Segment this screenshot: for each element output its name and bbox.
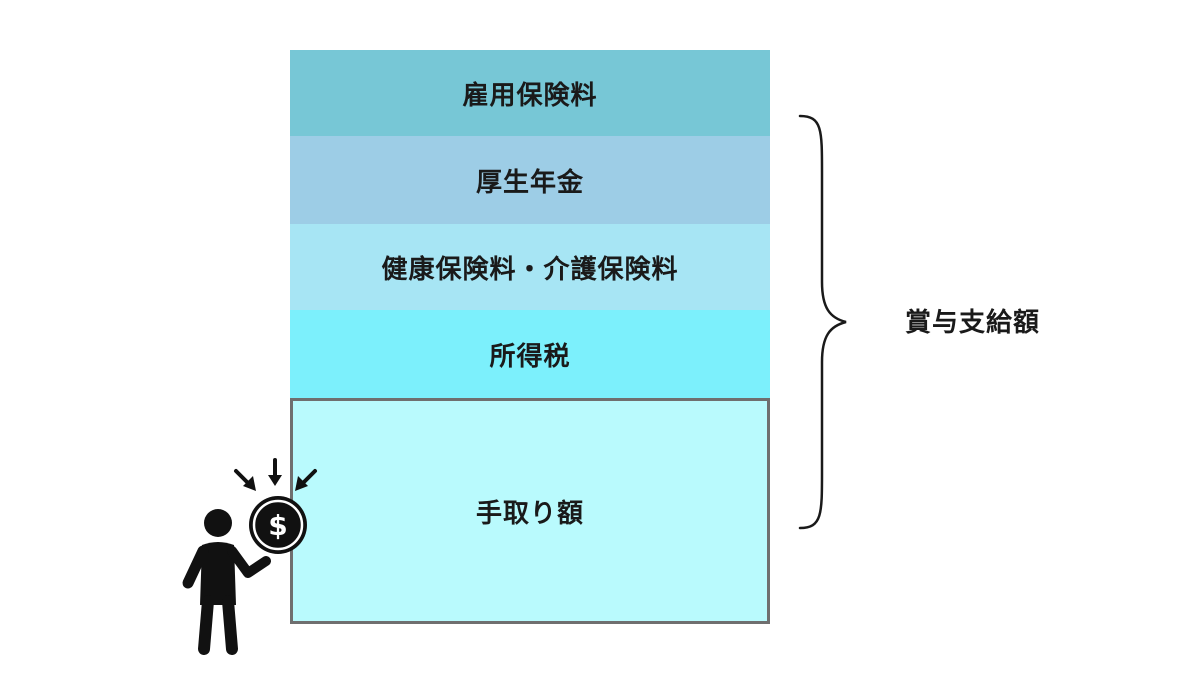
take-home-block: 手取り額: [290, 398, 770, 624]
welfare-pension-label: 厚生年金: [475, 167, 584, 198]
dollar-coin-icon: $: [249, 496, 307, 554]
bonus-total-label: 賞与支給額: [905, 308, 1041, 338]
health-care-insurance-block: 健康保険料・介護保険料: [290, 224, 770, 310]
incoming-arrows-icon: [234, 458, 317, 491]
employment-insurance-label: 雇用保険料: [462, 80, 598, 111]
person-receiving-money-icon: $: [182, 458, 317, 655]
person-figure-icon: [182, 509, 271, 655]
curly-brace-icon: [798, 114, 847, 530]
health-care-insurance-label: 健康保険料・介護保険料: [381, 254, 679, 285]
welfare-pension-block: 厚生年金: [290, 136, 770, 224]
income-tax-label: 所得税: [489, 341, 571, 372]
income-tax-block: 所得税: [290, 310, 770, 398]
bonus-breakdown-stack: 雇用保険料 厚生年金 健康保険料・介護保険料 所得税 手取り額: [290, 50, 770, 624]
take-home-label: 手取り額: [475, 498, 584, 529]
svg-text:$: $: [268, 509, 287, 542]
employment-insurance-block: 雇用保険料: [290, 50, 770, 136]
